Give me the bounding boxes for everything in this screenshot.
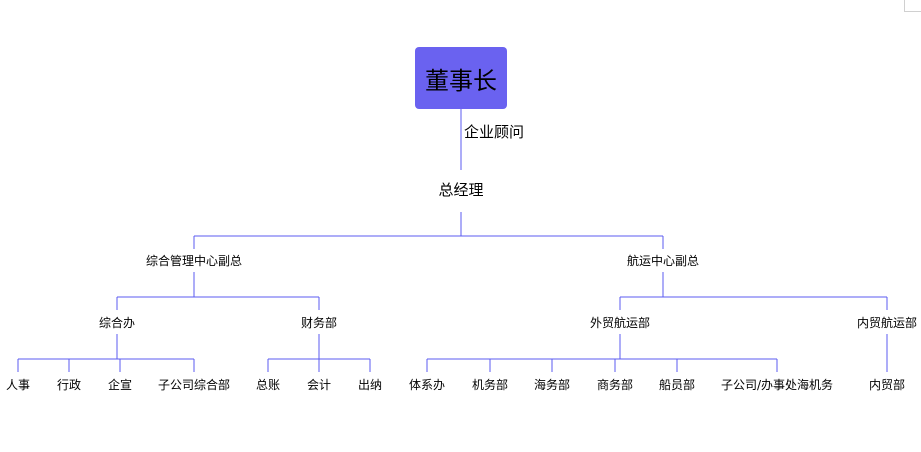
dept-label-general-office: 综合办 — [98, 316, 136, 330]
vp-label-comprehensive: 综合管理中心副总 — [145, 254, 243, 268]
chairman-box: 董事长 — [415, 47, 507, 109]
unit-label: 子公司/办事处海机务 — [720, 378, 834, 392]
unit-label: 行政 — [56, 378, 82, 392]
unit-label: 子公司综合部 — [157, 378, 231, 392]
chairman-label: 董事长 — [425, 66, 497, 95]
unit-label: 会计 — [306, 378, 332, 392]
dept-label-domestic-shipping: 内贸航运部 — [856, 316, 918, 330]
dept-label-finance: 财务部 — [300, 316, 338, 330]
vp-label-shipping: 航运中心副总 — [626, 254, 700, 268]
unit-label: 企宣 — [107, 378, 133, 392]
advisor-label: 企业顾问 — [463, 123, 525, 141]
unit-label: 机务部 — [471, 378, 509, 392]
dept-label-foreign-shipping: 外贸航运部 — [589, 316, 651, 330]
general-manager-label: 总经理 — [438, 181, 484, 199]
unit-label: 总账 — [255, 378, 281, 392]
unit-label: 出纳 — [357, 378, 383, 392]
unit-label: 海务部 — [533, 378, 571, 392]
unit-label: 人事 — [5, 378, 31, 392]
unit-label: 船员部 — [658, 378, 696, 392]
unit-label: 体系办 — [408, 378, 446, 392]
corner-mark — [904, 0, 921, 12]
unit-label: 内贸部 — [868, 378, 906, 392]
unit-label: 商务部 — [596, 378, 634, 392]
